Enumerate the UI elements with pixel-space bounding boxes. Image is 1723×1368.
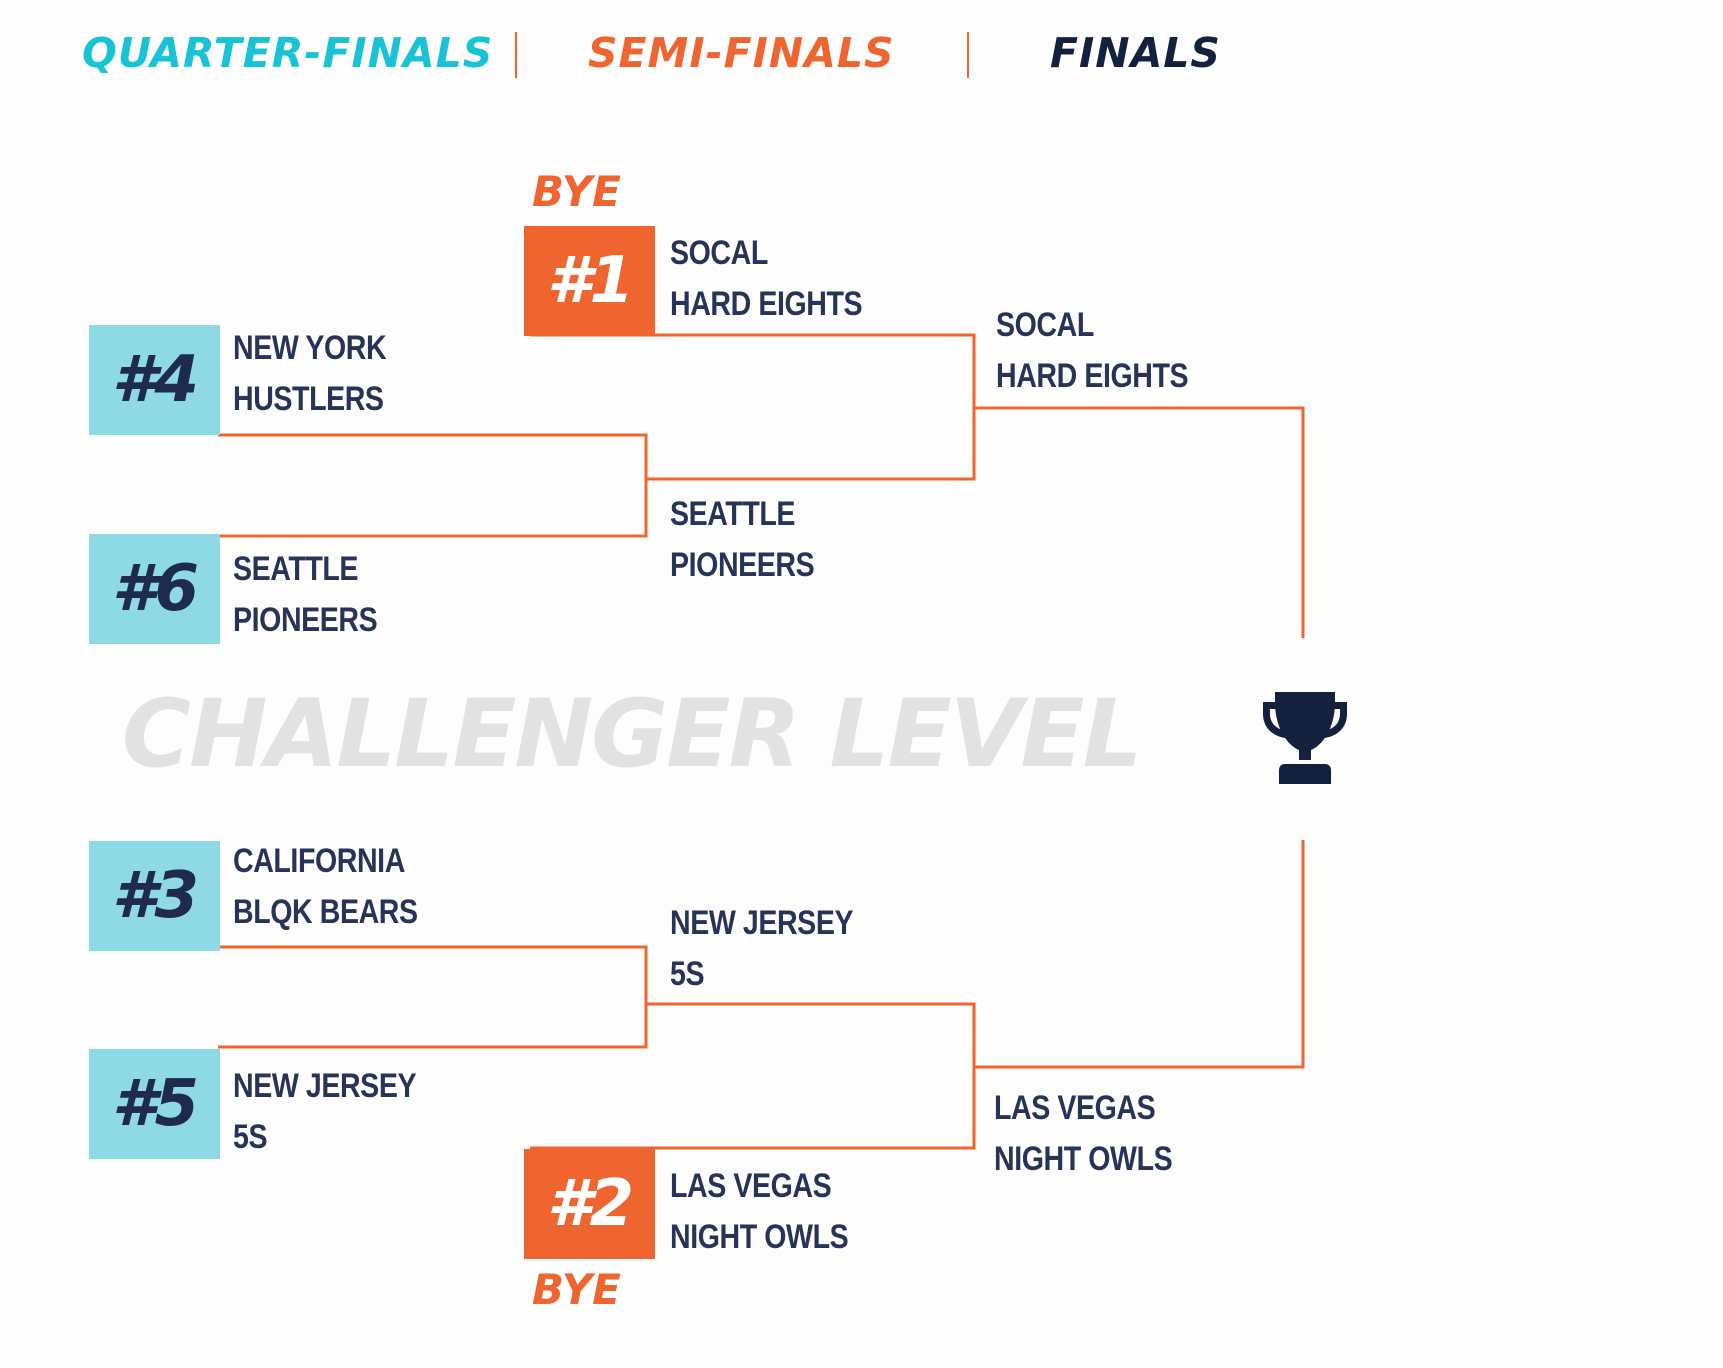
connector-qf-5 bbox=[218, 1004, 648, 1049]
bye-label-2: BYE bbox=[532, 1265, 621, 1314]
connector-sf-2 bbox=[646, 1002, 976, 1067]
team-name-line: CALIFORNIA bbox=[233, 842, 405, 880]
quarter-final-team-1: NEW YORK HUSTLERS bbox=[233, 323, 387, 425]
connector-final-2 bbox=[974, 840, 1305, 1069]
connector-final-1 bbox=[974, 406, 1305, 638]
semi-final-team-2: NEW JERSEY 5S bbox=[670, 898, 854, 1000]
semi-final-team-1: SEATTLE PIONEERS bbox=[670, 489, 815, 591]
bye-team-1: SOCAL HARD EIGHTS bbox=[670, 228, 863, 330]
header-divider bbox=[967, 32, 969, 78]
quarter-final-team-2: SEATTLE PIONEERS bbox=[233, 544, 378, 646]
team-name-line: HARD EIGHTS bbox=[670, 285, 863, 323]
seed-badge-5: #5 bbox=[89, 1049, 220, 1159]
final-team-2: LAS VEGAS NIGHT OWLS bbox=[994, 1083, 1173, 1185]
connector-bye-1 bbox=[530, 333, 976, 408]
header-divider bbox=[515, 32, 517, 78]
team-name-line: NIGHT OWLS bbox=[670, 1218, 849, 1256]
team-name-line: LAS VEGAS bbox=[994, 1089, 1156, 1127]
bye-team-2: LAS VEGAS NIGHT OWLS bbox=[670, 1161, 849, 1263]
connector-qf-3 bbox=[218, 945, 648, 1004]
team-name-line: SOCAL bbox=[996, 306, 1094, 344]
team-name-line: NEW JERSEY bbox=[670, 904, 854, 942]
connector-sf-1 bbox=[646, 408, 976, 481]
team-name-line: HARD EIGHTS bbox=[996, 357, 1189, 395]
team-name-line: NEW YORK bbox=[233, 329, 387, 367]
team-name-line: HUSTLERS bbox=[233, 380, 384, 418]
team-name-line: SEATTLE bbox=[670, 495, 796, 533]
team-name-line: NIGHT OWLS bbox=[994, 1140, 1173, 1178]
seed-badge-6: #6 bbox=[89, 534, 220, 644]
trophy-icon bbox=[1263, 692, 1347, 784]
connector-qf-4 bbox=[218, 433, 648, 479]
seed-badge-2: #2 bbox=[524, 1149, 655, 1259]
challenger-level-watermark: CHALLENGER LEVEL bbox=[122, 680, 1143, 789]
team-name-line: 5S bbox=[670, 955, 705, 993]
seed-badge-4: #4 bbox=[89, 325, 220, 435]
connector-bye-2 bbox=[530, 1067, 976, 1150]
quarter-final-team-3: CALIFORNIA BLQK BEARS bbox=[233, 836, 418, 938]
round-header-semi-finals: SEMI-FINALS bbox=[588, 29, 895, 77]
seed-badge-3: #3 bbox=[89, 841, 220, 951]
connector-qf-6 bbox=[218, 479, 648, 538]
seed-badge-1: #1 bbox=[524, 226, 655, 336]
team-name-line: SEATTLE bbox=[233, 550, 359, 588]
final-team-1: SOCAL HARD EIGHTS bbox=[996, 300, 1189, 402]
round-header-finals: FINALS bbox=[1050, 29, 1221, 77]
team-name-line: BLQK BEARS bbox=[233, 893, 418, 931]
round-header-quarter-finals: QUARTER-FINALS bbox=[82, 29, 494, 77]
team-name-line: 5S bbox=[233, 1118, 268, 1156]
team-name-line: NEW JERSEY bbox=[233, 1067, 417, 1105]
team-name-line: SOCAL bbox=[670, 234, 768, 272]
team-name-line: PIONEERS bbox=[233, 601, 378, 639]
quarter-final-team-4: NEW JERSEY 5S bbox=[233, 1061, 417, 1163]
team-name-line: PIONEERS bbox=[670, 546, 815, 584]
bye-label-1: BYE bbox=[532, 167, 621, 216]
team-name-line: LAS VEGAS bbox=[670, 1167, 832, 1205]
